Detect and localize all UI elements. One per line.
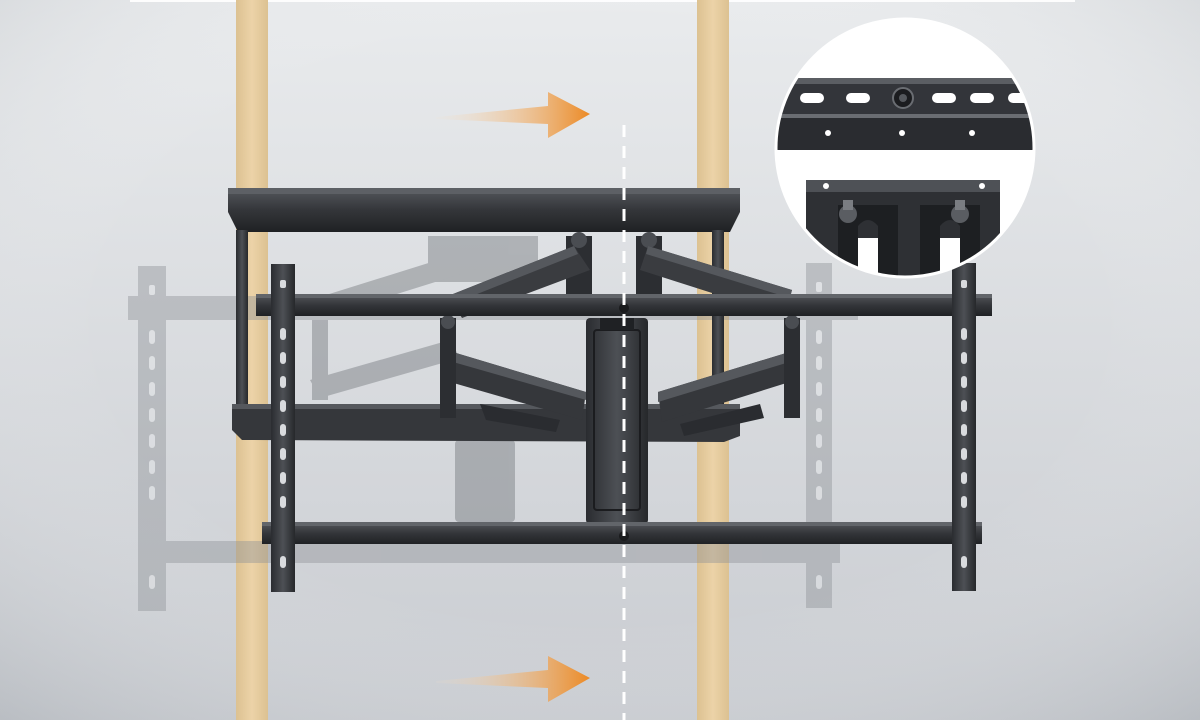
- top-arrow: [436, 92, 590, 138]
- center-carriage: [586, 318, 648, 524]
- articulating-arms: [440, 232, 800, 524]
- wall-plate-post-left: [236, 230, 248, 412]
- bracket-detail-magnifier: [774, 17, 1036, 279]
- tv-brackets: [271, 263, 976, 592]
- ghost-bracket-right: [806, 263, 832, 608]
- top-edge-highlight: [130, 0, 1075, 2]
- ghost-bracket-left: [138, 266, 166, 611]
- bottom-arrow: [436, 656, 590, 702]
